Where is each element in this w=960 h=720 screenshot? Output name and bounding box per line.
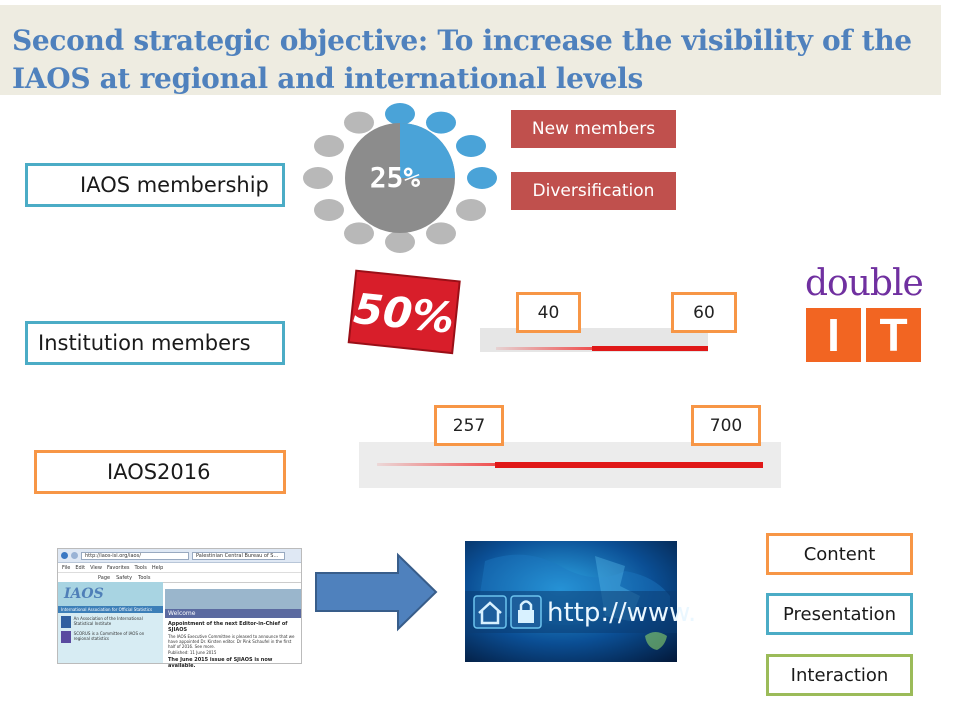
slide-title: Second strategic objective: To increase … [12, 24, 912, 95]
fifty-percent-badge: 50% [347, 269, 461, 355]
double-it-letter-i: I [806, 308, 861, 362]
site-issue-line: The June 2015 issue of SJIAOS is now ava… [168, 657, 273, 669]
browser-menu-bar: File Edit View Favorites Tools Help [58, 563, 301, 573]
conference-from-value: 257 [434, 405, 504, 446]
ring-dot [314, 199, 344, 221]
conference-range-faded [377, 463, 495, 466]
site-headline: Appointment of the next Editor-in-Chief … [168, 621, 288, 633]
browser-menu-item[interactable]: Favorites [106, 564, 130, 571]
ring-dot [344, 222, 374, 245]
iaos-membership-label: IAOS membership [25, 163, 285, 207]
membership-progress-ring: 25% [303, 103, 497, 253]
institution-range-faded [496, 347, 592, 350]
ring-dot [314, 135, 344, 157]
ring-progress-wedge [400, 123, 455, 178]
ring-percent-text: 25% [370, 161, 421, 194]
aspect-content-text: Content [803, 543, 876, 565]
browser-toolbar-item[interactable]: Tools [138, 574, 151, 581]
iaos2016-label: IAOS2016 [34, 450, 286, 494]
browser-toolbar: Page Safety Tools [58, 573, 301, 583]
http-www-text: http://www. [547, 598, 696, 628]
aspect-content: Content [766, 533, 913, 575]
right-arrow-icon [315, 552, 438, 632]
browser-address-bar: http://iaos-isi.org/iaos/ Palestinian Ce… [58, 549, 301, 563]
browser-toolbar-item[interactable]: Safety [116, 574, 133, 581]
iaos-membership-text: IAOS membership [80, 173, 269, 197]
browser-menu-item[interactable]: File [62, 564, 71, 571]
ring-dot [385, 231, 415, 253]
site-org-name: International Association for Official S… [58, 606, 163, 613]
site-main: Welcome Appointment of the next Editor-i… [165, 589, 301, 669]
new-members-tag: New members [511, 110, 676, 148]
site-logo: IAOS [58, 582, 163, 606]
institution-members-text: Institution members [38, 331, 251, 355]
double-it-letter-t: T [866, 308, 921, 362]
ring-dot [456, 199, 486, 221]
ring-dot [456, 135, 486, 157]
aspect-interaction-text: Interaction [790, 664, 889, 686]
website-screenshot: http://iaos-isi.org/iaos/ Palestinian Ce… [57, 548, 302, 669]
site-side-text-1: An Association of the International Stat… [73, 616, 143, 626]
browser-menu-item[interactable]: Help [151, 564, 164, 571]
site-sidebar: IAOS International Association for Offic… [58, 582, 163, 663]
back-icon [61, 552, 68, 559]
institution-range-fill [592, 346, 708, 351]
ring-dot [303, 167, 333, 189]
aspect-interaction: Interaction [766, 654, 913, 696]
conference-to-value: 700 [691, 405, 761, 446]
institution-from-value: 40 [516, 292, 581, 333]
site-side-text-2: SCORUS is a Committee of IAOS on regiona… [73, 631, 145, 641]
conference-range-track [359, 442, 781, 488]
site-welcome: Welcome [165, 609, 301, 618]
title-bar: Second strategic objective: To increase … [0, 5, 941, 95]
browser-menu-item[interactable]: Edit [75, 564, 86, 571]
forward-icon [71, 552, 78, 559]
browser-menu-item[interactable]: View [90, 564, 102, 571]
isi-logo-icon [61, 616, 71, 628]
double-it-word: double [805, 263, 924, 304]
ring-dots [303, 103, 497, 253]
site-body-text: The IAOS Executive Committee is pleased … [168, 634, 295, 649]
browser-toolbar-item[interactable]: Page [98, 574, 111, 581]
ring-dot [467, 167, 497, 189]
double-it-logo: double I T [805, 263, 924, 362]
institution-members-label: Institution members [25, 321, 285, 365]
ring-dot [344, 111, 374, 134]
diversification-tag: Diversification [511, 172, 676, 210]
ring-dot [385, 103, 415, 125]
site-published: Published: 11 June 2015 [168, 650, 217, 655]
http-web-image: http://www. [465, 541, 696, 662]
ring-dot [426, 111, 456, 134]
scorus-logo-icon [61, 631, 71, 643]
site-banner [165, 589, 301, 609]
conference-range-fill [495, 462, 763, 468]
browser-menu-item[interactable]: Tools [134, 564, 147, 571]
institution-to-value: 60 [671, 292, 737, 333]
ring-dot [426, 222, 456, 245]
fifty-percent-text: 50% [352, 284, 457, 343]
iaos2016-text: IAOS2016 [107, 460, 211, 484]
aspect-presentation-text: Presentation [782, 603, 897, 625]
aspect-presentation: Presentation [766, 593, 913, 635]
browser-url: http://iaos-isi.org/iaos/ [81, 551, 189, 560]
browser-tab: Palestinian Central Bureau of S... [192, 551, 285, 560]
